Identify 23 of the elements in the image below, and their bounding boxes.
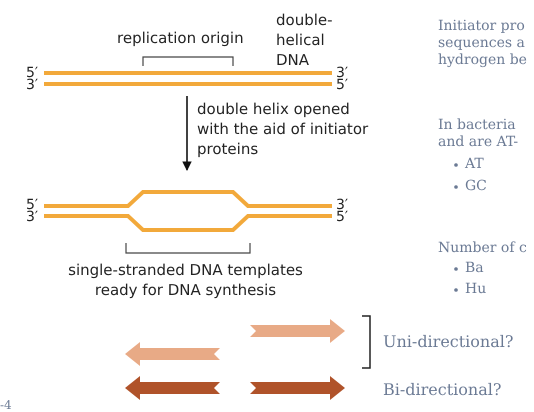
arrow <box>182 96 192 171</box>
text-line: Number of c <box>438 240 527 257</box>
bullet-item: GC <box>465 178 487 195</box>
edge-label: double helix opened with the aid of initiator proteins <box>197 99 369 159</box>
bullet-item: Ba <box>465 260 484 277</box>
option-label: Uni-directional? <box>383 333 514 350</box>
dna-strands-drawing <box>42 188 334 234</box>
page-number: -4 <box>0 397 12 412</box>
caption-text: single-stranded DNA templates ready for DNA synthesis <box>67 260 304 300</box>
bullet-item: Hu <box>465 281 486 298</box>
strand-end-label: 5′ <box>336 77 348 95</box>
strand-end-label: 5′ <box>336 209 348 227</box>
region-label: replication origin <box>117 29 244 48</box>
text-line: and are AT- <box>438 134 518 151</box>
bullet-item: AT <box>465 156 484 173</box>
strand-end-label: 3′ <box>26 77 38 95</box>
strand-end-label: 3′ <box>26 209 38 227</box>
molecule-label: double-helical DNA <box>276 10 334 70</box>
text-line: sequences a <box>438 35 525 52</box>
text-line: In bacteria <box>438 117 516 134</box>
text-line: hydrogen be <box>438 52 527 69</box>
text-line: Initiator pro <box>438 18 525 35</box>
option-label: Bi-directional? <box>383 381 502 398</box>
